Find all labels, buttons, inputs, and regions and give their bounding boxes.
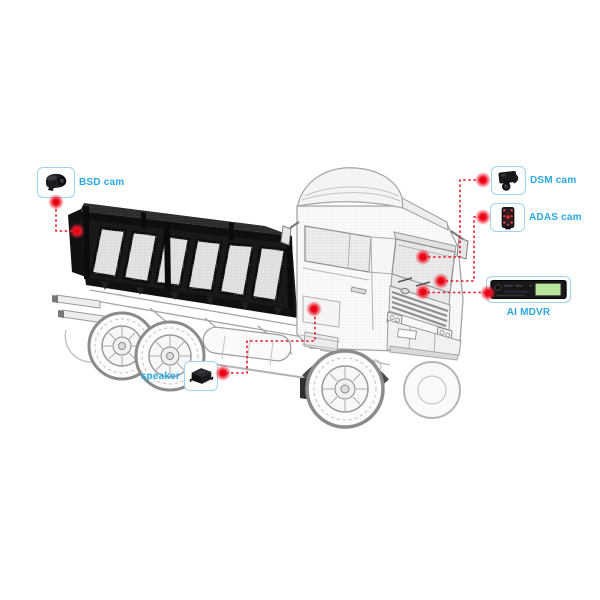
adas-cam-label: ADAS cam [529, 212, 582, 223]
door-lower-panel [302, 295, 341, 328]
callout-box-adas-cam [490, 203, 525, 232]
ai-mdvr-label: AI MDVR [506, 307, 551, 318]
fuel-tank [202, 326, 292, 366]
adas-cam-icon [501, 207, 514, 230]
front-bumper [386, 319, 462, 356]
dsm-cam-icon [497, 170, 518, 191]
front-wheel [300, 349, 389, 429]
mirror-right [456, 237, 469, 260]
callout-box-ai-mdvr [486, 276, 571, 303]
far-rear-wheel [64, 329, 93, 363]
hydraulic-rods [52, 294, 105, 324]
far-front-wheel [403, 361, 461, 419]
roof-deflector [297, 167, 404, 209]
callout-box-speaker [184, 361, 218, 391]
callout-box-dsm-cam [491, 166, 526, 195]
speaker-label: speaker [140, 371, 180, 382]
ai-mdvr-icon [490, 279, 567, 300]
bsd-cam-icon [45, 173, 67, 191]
dsm-cam-label: DSM cam [530, 175, 577, 186]
truck-cab [280, 167, 469, 373]
bsd-cam-label: BSD cam [79, 177, 125, 188]
callout-box-bsd-cam [37, 167, 75, 198]
speaker-icon [189, 368, 214, 384]
cargo-bed [68, 203, 298, 318]
mirror-left [280, 225, 292, 246]
